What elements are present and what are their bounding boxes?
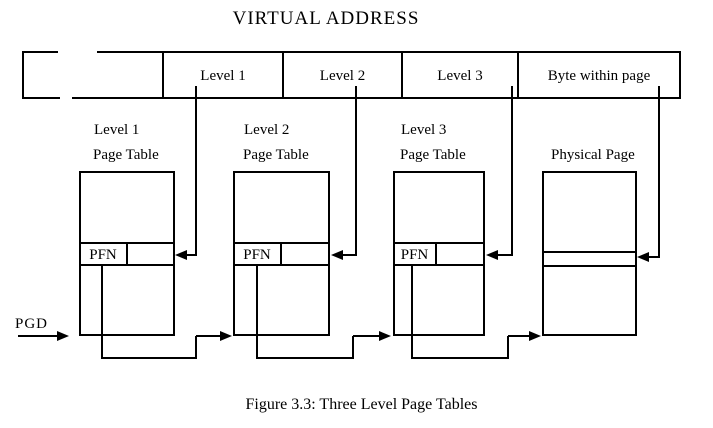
figure-caption: Figure 3.3: Three Level Page Tables	[245, 396, 478, 413]
pgd-label: PGD	[15, 316, 49, 332]
left-arrowhead	[331, 250, 343, 260]
pfn-entry-rows	[79, 242, 636, 267]
level3-page-table-box	[393, 171, 485, 336]
page-table-boxes	[79, 171, 637, 336]
level3-table-title-line2: Page Table	[400, 147, 466, 163]
level3-table-title-line1: Level 3	[401, 122, 447, 138]
level2-index-arrow	[331, 86, 357, 260]
level1-pfn-entry-label: PFN	[89, 247, 117, 263]
left-arrowhead	[637, 252, 649, 262]
level2-page-table-box	[233, 171, 330, 336]
pgd-arrow	[18, 331, 69, 341]
level2-to-level3-connector	[256, 265, 391, 359]
right-arrowhead	[379, 331, 391, 341]
right-arrowhead	[220, 331, 232, 341]
byte-offset-arrow	[637, 86, 660, 262]
right-arrowhead	[529, 331, 541, 341]
level1-index-arrow	[175, 86, 197, 260]
left-arrowhead	[175, 250, 187, 260]
level1-table-title-line1: Level 1	[94, 122, 140, 138]
level1-to-level2-connector	[101, 265, 232, 359]
figure-title: VIRTUAL ADDRESS	[232, 8, 420, 29]
va-field-level3-label: Level 3	[437, 68, 483, 84]
virtual-address-bar-outline	[22, 51, 681, 99]
physical-page-title: Physical Page	[551, 147, 635, 163]
level2-table-title-line2: Page Table	[243, 147, 309, 163]
right-arrowhead	[57, 331, 69, 341]
level3-to-physical-connector	[411, 265, 541, 359]
level3-index-arrow	[486, 86, 513, 260]
left-arrowhead	[486, 250, 498, 260]
physical-page-box	[542, 171, 637, 336]
level3-pfn-entry-label: PFN	[400, 247, 429, 263]
level2-pfn-entry-label: PFN	[243, 247, 271, 263]
va-field-level2-label: Level 2	[319, 68, 366, 84]
level1-page-table-box	[79, 171, 175, 336]
level1-table-title-line2: Page Table	[93, 147, 159, 163]
va-field-level1-label: Level 1	[200, 68, 246, 84]
level2-table-title-line1: Level 2	[244, 122, 290, 138]
va-field-byte-label: Byte within page	[547, 68, 651, 84]
